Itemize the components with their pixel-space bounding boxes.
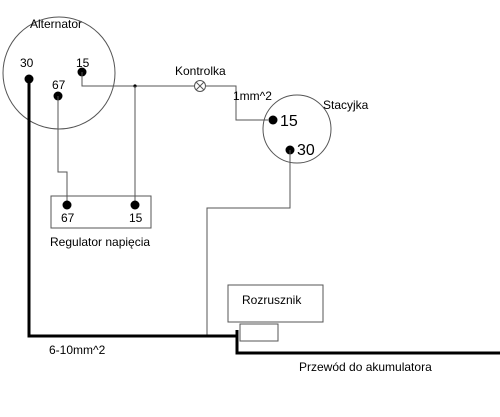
alternator-pin-30-label: 30 xyxy=(20,56,34,70)
starter-terminal-block xyxy=(239,323,279,342)
wire-battery xyxy=(235,330,500,355)
wire-thin-label: 1mm^2 xyxy=(233,89,272,103)
battery-wire-label: Przewód do akumulatora xyxy=(299,360,432,374)
alternator-pin-15-label: 15 xyxy=(76,56,90,70)
ignition-pin-30-label: 30 xyxy=(297,142,315,159)
wire-alt67-to-reg67 xyxy=(57,96,68,205)
wire-lamp-to-ignition-15 xyxy=(206,85,268,121)
wire-thick-label: 6-10mm^2 xyxy=(49,343,106,357)
indicator-lamp-cross-b xyxy=(195,81,205,91)
regulator-pin-67-terminal xyxy=(62,200,72,210)
voltage-regulator-title: Regulator napięcia xyxy=(50,235,150,249)
ignition-switch-title: Stacyjka xyxy=(323,98,369,112)
wire-alt15-to-lamp xyxy=(81,72,195,87)
ignition-pin-15-terminal xyxy=(268,115,278,125)
wire-alt30-to-starter xyxy=(27,79,237,338)
starter-box xyxy=(227,284,324,323)
regulator-pin-15-terminal xyxy=(130,200,140,210)
alternator-circle xyxy=(2,16,116,130)
wire-ignition30-to-starter xyxy=(206,150,291,337)
regulator-pin-15-label: 15 xyxy=(129,211,143,225)
alternator-pin-67-label: 67 xyxy=(52,78,66,92)
voltage-regulator-box xyxy=(50,195,152,229)
ignition-switch-circle xyxy=(262,94,332,164)
regulator-pin-67-label: 67 xyxy=(61,211,75,225)
indicator-lamp-label: Kontrolka xyxy=(175,64,226,78)
alternator-title: Alternator xyxy=(30,17,82,31)
starter-label: Rozrusznik xyxy=(242,293,302,307)
ignition-pin-15-label: 15 xyxy=(280,113,298,130)
